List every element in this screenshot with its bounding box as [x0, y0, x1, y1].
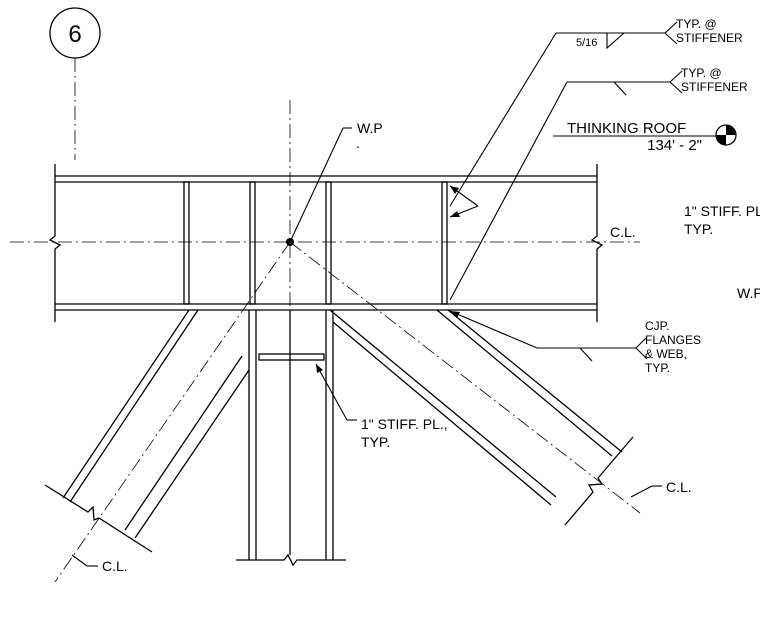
cjp-note-line3: & WEB, — [645, 347, 687, 361]
weld-symbol-2: TYP. @ STIFFENER — [449, 66, 748, 301]
weld-note-1-line2: STIFFENER — [676, 31, 743, 45]
stiffener-note-right-line2: TYP. — [684, 221, 713, 237]
beam-break-left — [48, 164, 62, 322]
stiffener-note-right-line1: 1" STIFF. PL — [684, 203, 760, 219]
elevation-value: 134' - 2" — [647, 137, 702, 154]
column-stiffener-note: 1" STIFF. PL., TYP. — [315, 363, 448, 450]
work-point: W.P . — [286, 120, 383, 246]
work-point-label: W.P — [357, 120, 383, 136]
elevation-label: THINKING ROOF — [567, 120, 686, 137]
column — [236, 100, 346, 567]
beam-break-right — [590, 164, 604, 322]
beam — [10, 164, 640, 322]
cjp-note-line4: TYP. — [645, 361, 670, 375]
left-brace-break — [44, 484, 153, 553]
right-brace-cl: C.L. — [630, 479, 692, 498]
cjp-weld-symbol: CJP. FLANGES & WEB, TYP. — [449, 310, 701, 375]
right-brace-centerline — [289, 241, 641, 514]
right-brace — [289, 241, 641, 526]
beam-cl-label: C.L. — [610, 224, 636, 240]
left-brace-centerline — [54, 241, 291, 583]
weld-note-1-line1: TYP. @ — [676, 17, 717, 31]
elevation-marker: THINKING ROOF 134' - 2" — [553, 120, 737, 154]
left-brace-cl-label: C.L. — [102, 558, 128, 574]
right-brace-break — [564, 436, 634, 526]
column-stiffener-note-line2: TYP. — [361, 434, 390, 450]
beam-stiffeners — [183, 181, 448, 305]
wp-note-right: W.P — [737, 285, 760, 301]
stiffener-arrows — [449, 185, 479, 218]
column-break — [236, 553, 346, 567]
detail-number: 6 — [68, 21, 81, 48]
cjp-note-line1: CJP. — [645, 319, 669, 333]
weld-size-label: 5/16 — [576, 37, 597, 49]
left-brace — [44, 241, 291, 583]
work-point-dot: . — [356, 135, 360, 151]
elevation-datum-icon — [715, 124, 737, 146]
cjp-note-line2: FLANGES — [645, 333, 701, 347]
left-brace-cl: C.L. — [71, 554, 128, 574]
weld-note-2-line2: STIFFENER — [681, 80, 748, 94]
right-brace-cl-label: C.L. — [666, 479, 692, 495]
weld-symbol-1: 5/16 TYP. @ STIFFENER — [449, 17, 743, 207]
column-stiffener-plate — [258, 353, 325, 361]
weld-note-2-line1: TYP. @ — [681, 66, 722, 80]
column-stiffener-note-line1: 1" STIFF. PL., — [361, 416, 448, 432]
detail-bubble: 6 — [49, 7, 101, 160]
